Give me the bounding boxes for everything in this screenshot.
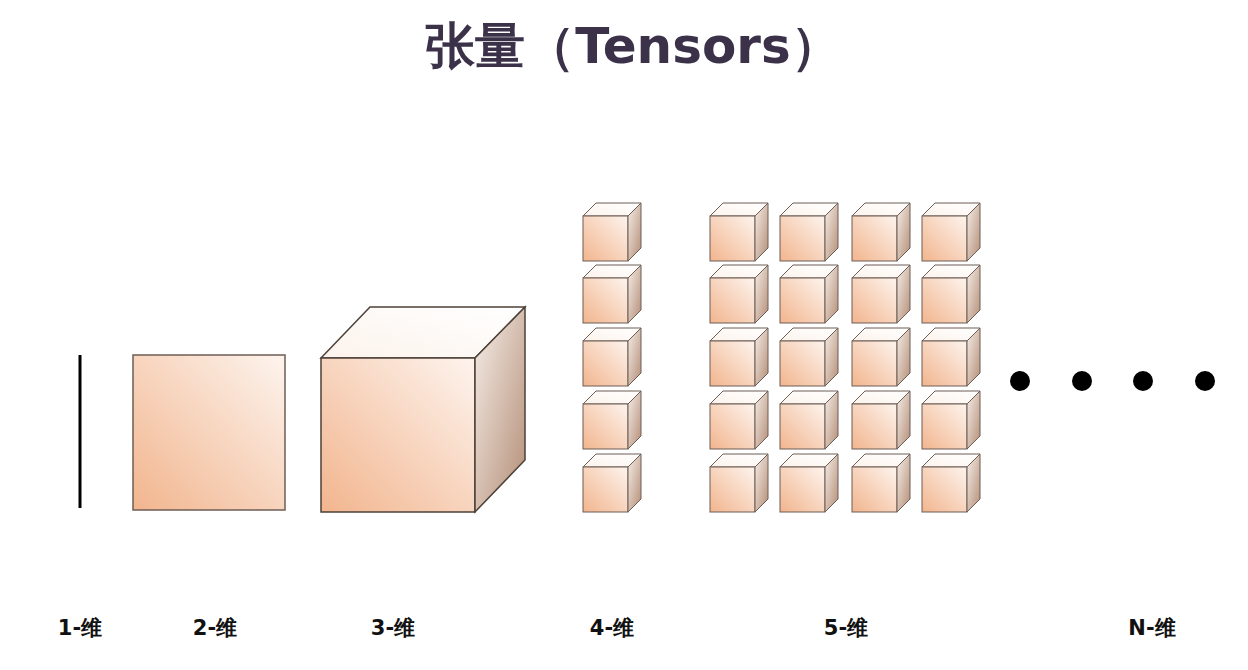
dimension-label: 2-维 — [193, 614, 237, 642]
dimension-label: 3-维 — [371, 614, 415, 642]
dimension-label: 4-维 — [590, 614, 634, 642]
cube-3d — [321, 307, 525, 512]
dimension-label: 1-维 — [58, 614, 102, 642]
square-2d — [133, 355, 285, 510]
line-1d — [79, 355, 82, 508]
cube-grid-5d — [710, 203, 980, 512]
ellipsis-dots — [1010, 371, 1215, 391]
dimension-label: N-维 — [1128, 614, 1175, 642]
diagram-title: 张量（Tensors） — [425, 13, 841, 80]
cube-column-4d — [583, 203, 641, 512]
dimension-label: 5-维 — [824, 614, 868, 642]
